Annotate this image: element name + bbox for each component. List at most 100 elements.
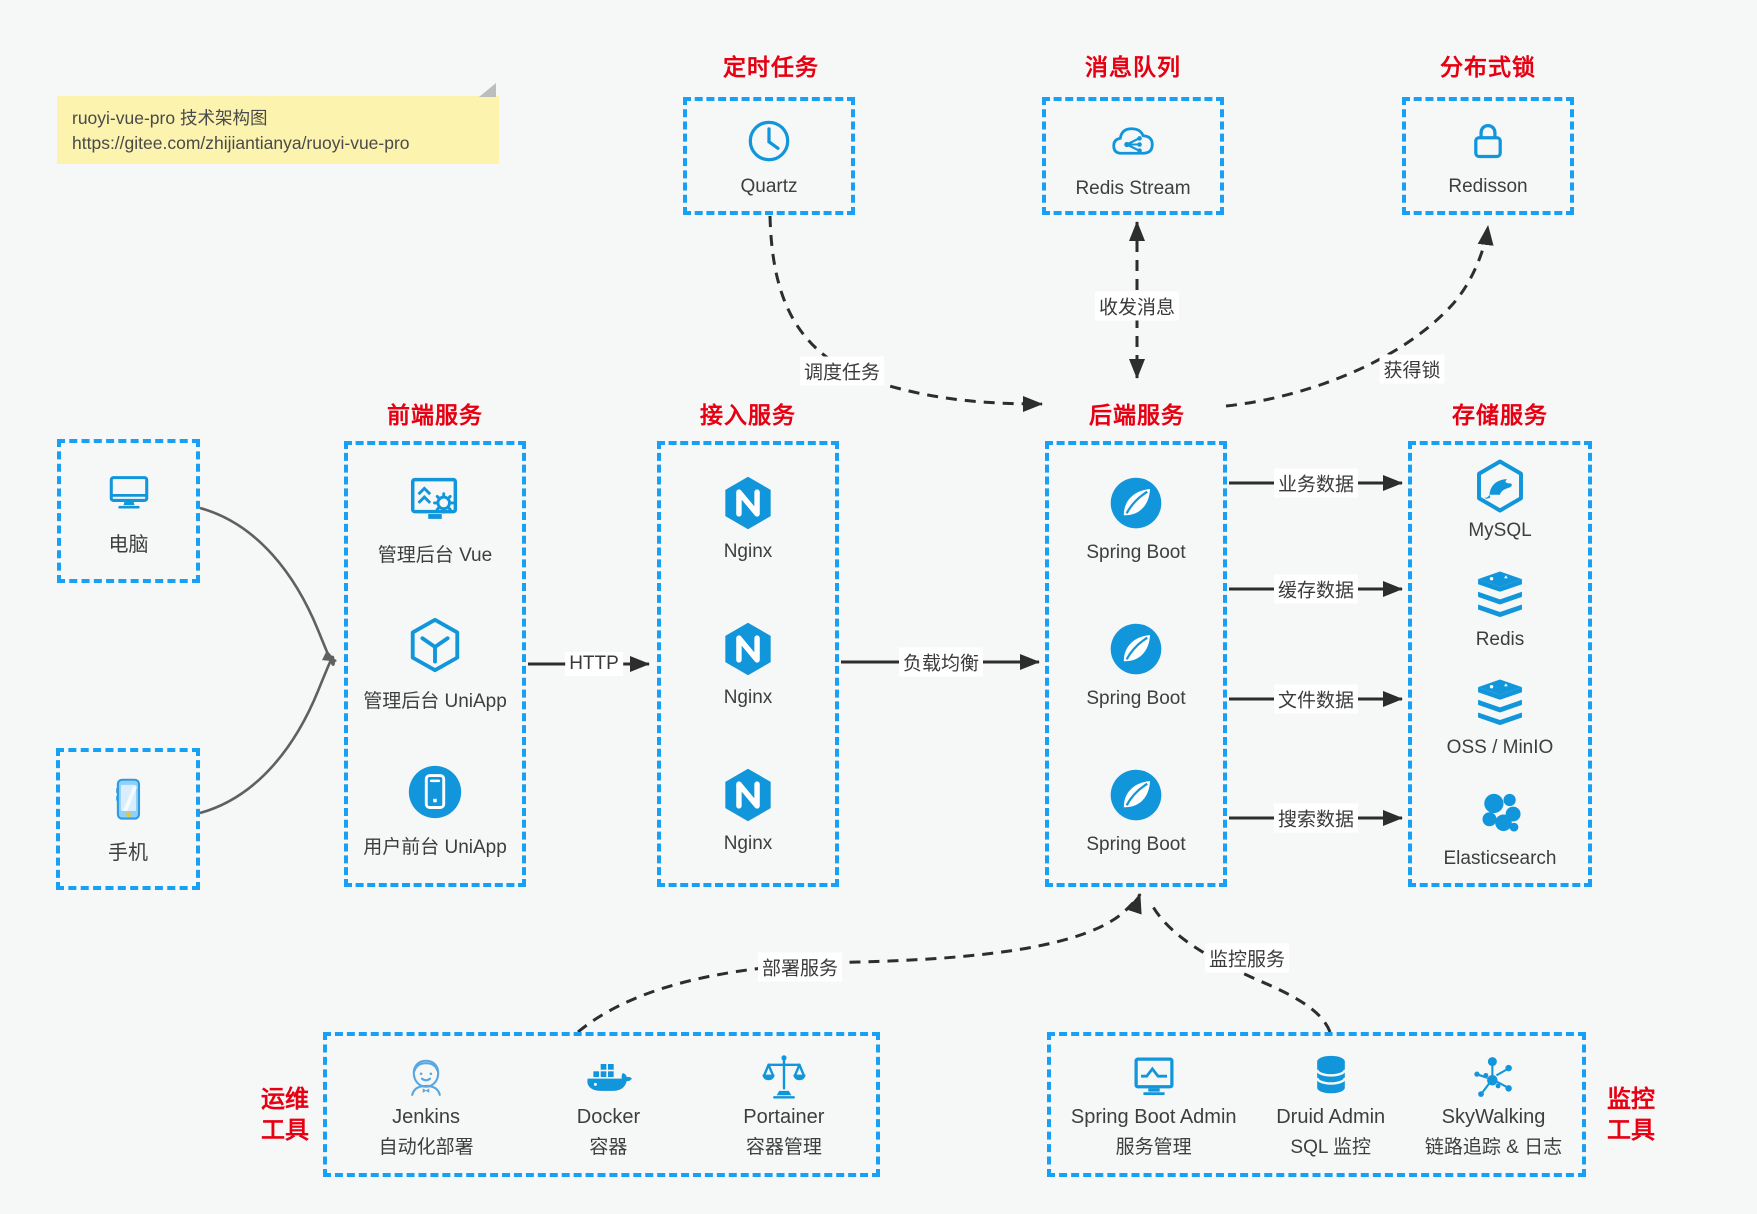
label-file-data: 文件数据 xyxy=(1273,684,1359,714)
desktop-box: 电脑 xyxy=(57,439,200,583)
service-node: 管理后台 UniApp xyxy=(363,615,507,713)
service-node: Redis xyxy=(1473,569,1527,651)
tool-name: SkyWalking xyxy=(1441,1105,1546,1128)
frontend-services-box: 管理后台 Vue 管理后台 UniApp 用户前台 UniApp xyxy=(344,441,526,887)
arrow-deploy-service xyxy=(577,893,1142,1034)
title-scheduled-tasks: 定时任务 xyxy=(723,54,819,80)
docker-icon xyxy=(582,1051,634,1103)
spring-boot-icon xyxy=(1106,765,1166,825)
tool-subtitle: SQL 监控 xyxy=(1290,1136,1371,1158)
service-label: Spring Boot xyxy=(1086,541,1186,563)
service-label: Nginx xyxy=(723,832,773,854)
device-label: 手机 xyxy=(108,842,148,864)
service-node: Spring Boot xyxy=(1086,765,1186,856)
tool-name: Portainer xyxy=(743,1105,825,1128)
tool-node: Spring Boot Admin 服务管理 xyxy=(1071,1051,1237,1159)
service-label: Spring Boot xyxy=(1086,833,1186,855)
service-node: Spring Boot xyxy=(1086,619,1186,710)
redis-stream-box: Redis Stream xyxy=(1042,97,1224,215)
tool-name: Spring Boot Admin xyxy=(1070,1105,1237,1128)
tool-name: Jenkins xyxy=(392,1105,460,1128)
service-label: Redis Stream xyxy=(1075,177,1191,199)
admin-vue-icon xyxy=(404,469,466,531)
backend-services-box: Spring Boot Spring Boot Spring Boot xyxy=(1045,441,1227,887)
uniapp-cube-icon xyxy=(404,615,466,677)
service-label: 管理后台 Vue xyxy=(377,545,493,566)
service-label: 用户前台 UniApp xyxy=(363,837,507,858)
arrow-monitor-service xyxy=(1148,900,1332,1033)
desktop-icon xyxy=(102,465,156,519)
service-node: Quartz xyxy=(740,115,798,198)
label-cache-data: 缓存数据 xyxy=(1273,574,1359,604)
redisson-box: Redisson xyxy=(1402,97,1574,215)
service-node: 管理后台 Vue xyxy=(378,469,492,567)
portainer-icon xyxy=(758,1051,810,1103)
label-deploy-service: 部署服务 xyxy=(757,952,843,982)
title-backend-services: 后端服务 xyxy=(1089,402,1185,428)
label-schedule-task: 调度任务 xyxy=(799,356,885,386)
connector-phone-frontend xyxy=(199,655,335,815)
title-frontend-services: 前端服务 xyxy=(387,402,483,428)
mysql-icon xyxy=(1472,458,1528,514)
service-label: Nginx xyxy=(723,686,773,708)
label-http: HTTP xyxy=(565,652,623,676)
redis-stack-icon xyxy=(1473,677,1527,731)
label-business-data: 业务数据 xyxy=(1273,468,1359,498)
arrow-get-lock xyxy=(1225,225,1494,408)
redis-stack-icon xyxy=(1473,569,1527,623)
elasticsearch-icon xyxy=(1472,786,1528,842)
service-label: Elasticsearch xyxy=(1443,847,1557,869)
storage-services-box: MySQL Redis OSS / MinIO Elasticsearch xyxy=(1408,441,1592,887)
service-label: Quartz xyxy=(740,175,798,197)
label-load-balance: 负载均衡 xyxy=(898,647,984,677)
service-node: Nginx xyxy=(719,620,777,709)
database-icon xyxy=(1305,1051,1357,1103)
service-node: Nginx xyxy=(719,766,777,855)
tool-subtitle: 自动化部署 xyxy=(378,1136,474,1158)
service-node: OSS / MinIO xyxy=(1447,677,1553,759)
note-title: ruoyi-vue-pro 技术架构图 xyxy=(72,108,268,128)
label-get-lock: 获得锁 xyxy=(1379,354,1445,384)
service-node: Redisson xyxy=(1448,115,1528,198)
title-access-services: 接入服务 xyxy=(700,402,796,428)
tool-node: Portainer 容器管理 xyxy=(743,1051,824,1159)
tool-node: Jenkins 自动化部署 xyxy=(379,1051,474,1159)
cloud-share-icon xyxy=(1105,113,1161,169)
nginx-icon xyxy=(719,474,777,532)
monitor-tools-label: 监控 工具 xyxy=(1607,1086,1655,1144)
nginx-icon xyxy=(719,620,777,678)
service-label: Spring Boot xyxy=(1086,687,1186,709)
clock-icon xyxy=(743,115,795,167)
service-node: MySQL xyxy=(1468,458,1532,542)
note-url: https://gitee.com/zhijiantianya/ruoyi-vu… xyxy=(72,133,410,153)
service-node: 用户前台 UniApp xyxy=(363,761,507,859)
spring-boot-icon xyxy=(1106,473,1166,533)
tool-node: Druid Admin SQL 监控 xyxy=(1276,1051,1385,1159)
smartphone-icon xyxy=(101,773,155,827)
tool-node: Docker 容器 xyxy=(577,1051,640,1159)
tool-node: SkyWalking 链路追踪 & 日志 xyxy=(1425,1051,1562,1159)
ops-tools-box: Jenkins 自动化部署 Docker 容器 Portainer 容器管理 xyxy=(323,1032,880,1177)
phone-circle-icon xyxy=(404,761,466,823)
tool-subtitle: 链路追踪 & 日志 xyxy=(1424,1136,1563,1158)
label-search-data: 搜索数据 xyxy=(1273,803,1359,833)
access-services-box: Nginx Nginx Nginx xyxy=(657,441,839,887)
label-monitor-service: 监控服务 xyxy=(1204,943,1290,973)
service-label: MySQL xyxy=(1468,520,1532,542)
skywalking-icon xyxy=(1468,1051,1520,1103)
service-node: Elasticsearch xyxy=(1444,786,1557,870)
spring-boot-icon xyxy=(1106,619,1166,679)
lock-icon xyxy=(1462,115,1514,167)
service-label: Redis xyxy=(1475,628,1525,650)
jenkins-icon xyxy=(400,1051,452,1103)
monitor-chart-icon xyxy=(1128,1051,1180,1103)
title-message-queue: 消息队列 xyxy=(1085,54,1181,80)
label-message: 收发消息 xyxy=(1094,291,1180,321)
title-storage-services: 存储服务 xyxy=(1452,402,1548,428)
service-label: Redisson xyxy=(1448,175,1528,197)
title-distributed-lock: 分布式锁 xyxy=(1440,54,1536,80)
tool-subtitle: 容器管理 xyxy=(745,1136,822,1158)
service-node: Nginx xyxy=(719,474,777,563)
service-label: 管理后台 UniApp xyxy=(363,691,507,712)
